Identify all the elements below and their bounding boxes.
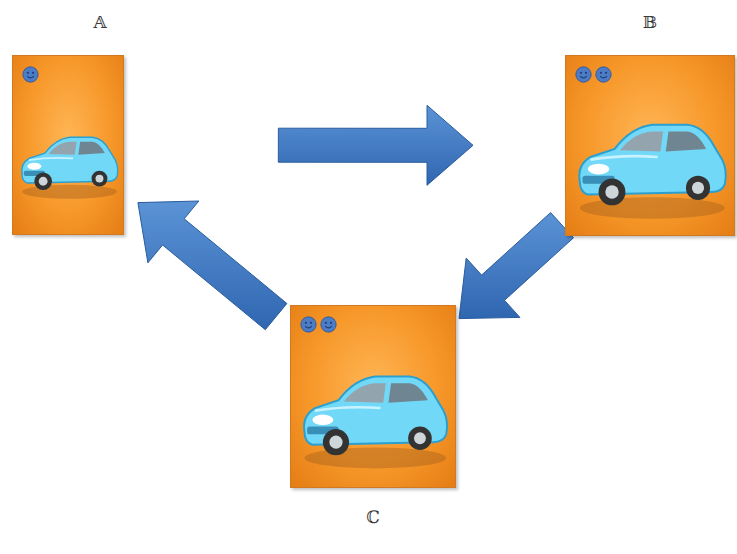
person-icon	[320, 316, 337, 333]
person-icon	[575, 66, 592, 83]
arrow-shape	[278, 105, 473, 185]
tile-letter: 𝔹	[643, 12, 657, 32]
block-arrow	[459, 213, 574, 319]
person-icon	[300, 316, 317, 333]
arrow-shape	[459, 213, 574, 319]
car-illustration	[294, 346, 451, 478]
person-icon	[595, 66, 612, 83]
tile-letter: 𝔸	[93, 12, 106, 32]
car-illustration	[15, 96, 121, 226]
car-tile: 𝔸	[12, 55, 124, 235]
block-arrow	[138, 201, 287, 330]
arrow-shape	[138, 201, 287, 330]
car-tile: 𝔹	[565, 55, 735, 236]
block-arrow	[278, 105, 473, 185]
car-illustration	[569, 96, 730, 226]
tile-letter: ℂ	[366, 507, 380, 527]
person-icon	[22, 66, 39, 83]
car-tile: ℂ	[290, 305, 456, 488]
